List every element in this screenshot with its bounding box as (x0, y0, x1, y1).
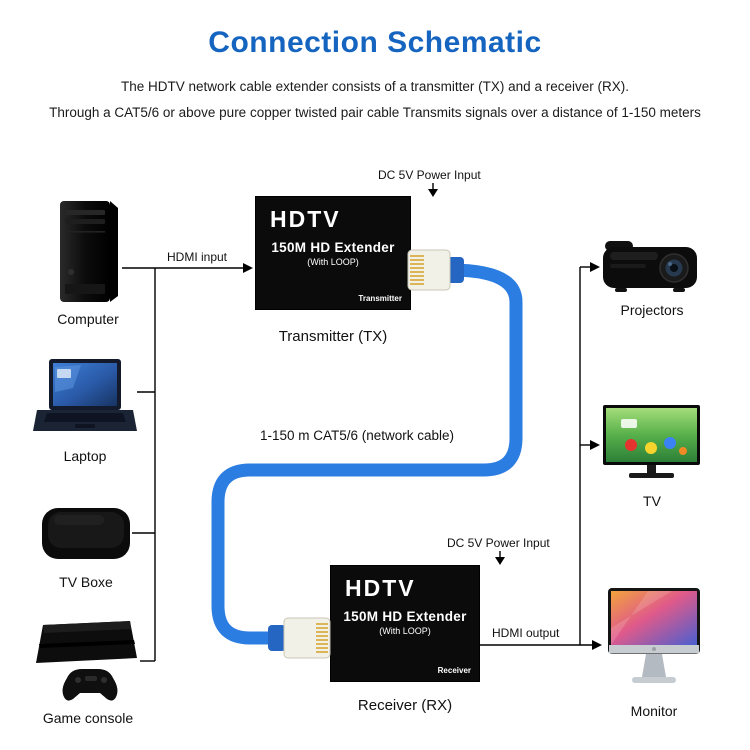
receiver-tag: Receiver (437, 666, 471, 675)
game-console-icon (36, 621, 137, 701)
monitor-label: Monitor (630, 703, 678, 719)
receiver-model: 150M HD Extender (343, 609, 467, 624)
receiver-brand: HDTV (345, 575, 416, 601)
tv-illustration (603, 405, 700, 487)
subtitle-line-1: The HDTV network cable extender consists… (121, 79, 629, 94)
monitor-illustration (608, 588, 700, 693)
tx-power-label: DC 5V Power Input (378, 168, 481, 182)
laptop-label: Laptop (63, 448, 107, 464)
page-title: Connection Schematic (208, 26, 542, 59)
transmitter-box: HDTV 150M HD Extender (With LOOP) Transm… (255, 196, 411, 310)
tv-label: TV (643, 493, 661, 509)
transmitter-brand: HDTV (270, 206, 341, 232)
tv-icon (603, 405, 700, 478)
tv-box-illustration (40, 505, 132, 562)
transmitter-tag: Transmitter (358, 294, 402, 303)
rx-power-arrow (495, 557, 505, 565)
hdmi-output-label: HDMI output (492, 626, 560, 640)
tv-box-icon (42, 508, 130, 559)
transmitter-caption: Transmitter (TX) (278, 328, 388, 345)
laptop-icon (33, 359, 137, 431)
computer-illustration (48, 198, 122, 306)
subtitle-line-2: Through a CAT5/6 or above pure copper tw… (49, 105, 701, 120)
rj45-connector-tx (407, 249, 464, 291)
receiver-loop: (With LOOP) (379, 626, 431, 636)
hdmi-input-label: HDMI input (167, 250, 228, 264)
tv-arrow (590, 440, 600, 450)
transmitter-model: 150M HD Extender (271, 240, 395, 255)
receiver-box: HDTV 150M HD Extender (With LOOP) Receiv… (330, 565, 480, 682)
tv-box-label: TV Boxe (59, 574, 113, 590)
tx-power-arrow (428, 189, 438, 197)
projector-arrow (590, 262, 600, 272)
game-console-illustration (33, 618, 140, 705)
monitor-icon (608, 588, 700, 683)
projector-label: Projectors (620, 302, 684, 318)
projector-icon (603, 241, 697, 292)
game-console-label: Game console (42, 710, 134, 726)
monitor-arrow (592, 640, 602, 650)
hdmi-input-arrow (243, 263, 253, 273)
cable-label: 1-150 m CAT5/6 (network cable) (259, 428, 455, 443)
rx-power-label: DC 5V Power Input (447, 536, 550, 550)
computer-icon (60, 201, 118, 302)
rj45-connector-rx (268, 617, 331, 659)
transmitter-loop: (With LOOP) (307, 257, 359, 267)
receiver-caption: Receiver (RX) (357, 697, 453, 714)
laptop-illustration (33, 358, 137, 443)
projector-illustration (603, 238, 697, 296)
computer-label: Computer (57, 311, 119, 327)
